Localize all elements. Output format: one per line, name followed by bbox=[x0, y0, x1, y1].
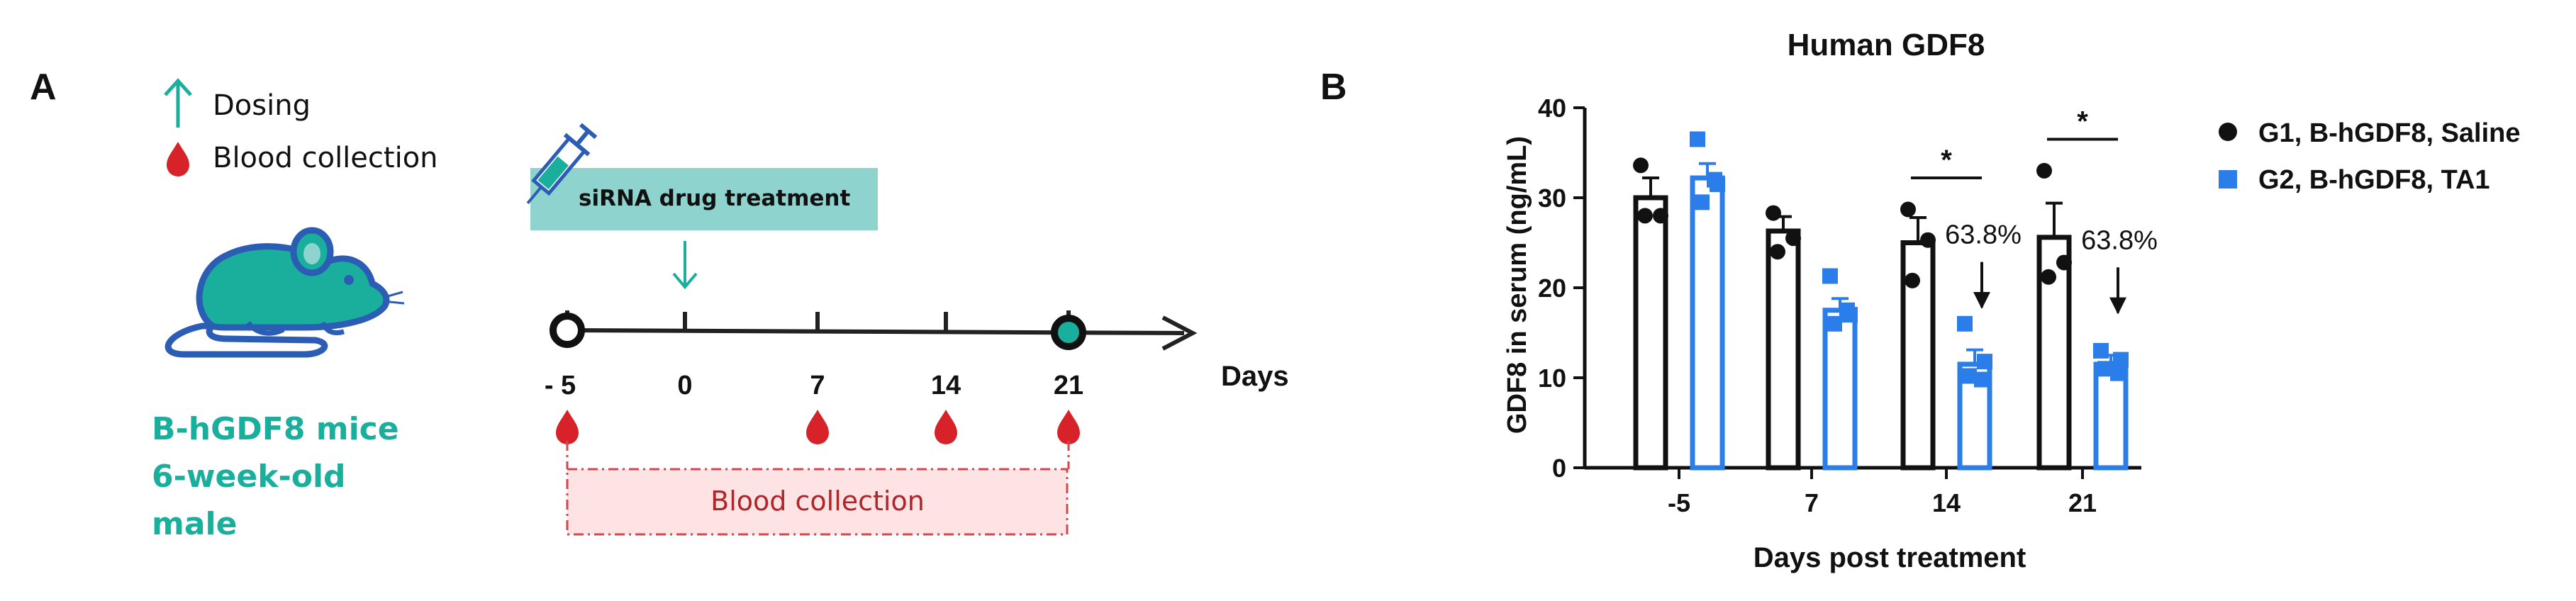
data-point bbox=[1633, 157, 1649, 174]
blood-legend-label: Blood collection bbox=[213, 142, 438, 174]
data-point bbox=[1961, 368, 1977, 384]
y-tick-label: 40 bbox=[1538, 94, 1566, 123]
data-point bbox=[1770, 244, 1785, 260]
bar bbox=[1633, 195, 1668, 471]
y-tick-label: 10 bbox=[1538, 364, 1566, 393]
blood-drop-icon bbox=[556, 410, 579, 444]
timeline-tick-label: 14 bbox=[931, 371, 961, 400]
data-point bbox=[1785, 230, 1801, 247]
data-point bbox=[1905, 272, 1920, 288]
legend-label-g2: G2, B-hGDF8, TA1 bbox=[2258, 165, 2490, 195]
x-tick-label: 14 bbox=[1932, 488, 1961, 517]
legend-label-g1: G1, B-hGDF8, Saline bbox=[2258, 118, 2521, 148]
dosing-legend-label: Dosing bbox=[213, 89, 311, 122]
mouse-strain-label: B-hGDF8 mice bbox=[152, 411, 399, 447]
blood-drop-icon bbox=[935, 410, 957, 444]
mouse-icon bbox=[165, 227, 405, 358]
data-point bbox=[2097, 361, 2113, 377]
x-tick-label: 7 bbox=[1805, 488, 1819, 517]
data-point bbox=[2113, 352, 2129, 368]
x-tick-label: -5 bbox=[1668, 488, 1690, 517]
data-point bbox=[1900, 201, 1916, 218]
data-point bbox=[1822, 268, 1838, 284]
timeline-tick-label: 21 bbox=[1054, 371, 1083, 400]
y-tick-label: 20 bbox=[1538, 274, 1566, 303]
bar bbox=[1690, 175, 1725, 471]
data-point bbox=[2041, 269, 2056, 285]
blood-drop-icon bbox=[167, 142, 189, 176]
blood-drop-icon bbox=[806, 410, 829, 444]
data-point bbox=[2056, 254, 2072, 271]
timeline-tick-label: - 5 bbox=[545, 371, 576, 400]
timeline-axis-label: Days bbox=[1221, 361, 1289, 392]
data-point bbox=[1690, 131, 1705, 147]
data-point bbox=[1957, 315, 1973, 332]
panel-b-label: B bbox=[1320, 67, 1347, 108]
mouse-sex-label: male bbox=[152, 506, 237, 542]
chart-annotations: * 63.8% * 63.8% bbox=[1911, 106, 2158, 315]
blood-collection-label: Blood collection bbox=[710, 485, 925, 517]
data-point bbox=[1653, 208, 1668, 224]
bar bbox=[1766, 228, 1801, 471]
data-point bbox=[1766, 205, 1781, 221]
bar bbox=[1822, 308, 1858, 471]
legend-marker-g1 bbox=[2219, 123, 2237, 141]
data-point bbox=[2110, 365, 2126, 381]
data-point bbox=[1920, 232, 1936, 248]
data-point bbox=[1637, 208, 1653, 224]
treatment-box bbox=[530, 168, 878, 230]
reduction-label: 63.8% bbox=[1945, 220, 2022, 250]
data-point bbox=[1977, 354, 1992, 370]
chart-axes: 0 10 20 30 40 -5 7 14 21 bbox=[1538, 94, 2141, 517]
timeline bbox=[550, 310, 1198, 351]
significance-star: * bbox=[2077, 106, 2088, 137]
panel-a-label: A bbox=[30, 67, 57, 108]
treatment-label: siRNA drug treatment bbox=[579, 186, 850, 211]
blood-collection-box bbox=[566, 468, 1069, 536]
data-point bbox=[1839, 302, 1855, 318]
data-point bbox=[1827, 315, 1842, 332]
x-axis-label: Days post treatment bbox=[1753, 542, 2026, 573]
y-tick-label: 0 bbox=[1552, 454, 1566, 483]
significance-star: * bbox=[1941, 145, 1952, 176]
data-point bbox=[1974, 371, 1990, 388]
chart-title: Human GDF8 bbox=[1788, 28, 1985, 62]
timeline-tick-label: 7 bbox=[810, 371, 825, 400]
mouse-age-label: 6-week-old bbox=[152, 459, 346, 495]
reduction-label: 63.8% bbox=[2081, 225, 2158, 255]
data-point bbox=[2036, 162, 2052, 179]
dosing-legend-icon bbox=[164, 78, 192, 128]
dosing-arrow bbox=[672, 241, 698, 290]
chart-bars bbox=[1633, 131, 2129, 471]
timeline-tick-label: 0 bbox=[677, 371, 692, 400]
syringe-icon bbox=[526, 123, 598, 205]
x-tick-label: 21 bbox=[2068, 488, 2097, 517]
y-tick-label: 30 bbox=[1538, 184, 1566, 213]
y-axis-label: GDF8 in serum (ng/mL) bbox=[1502, 136, 1532, 434]
data-point bbox=[1694, 194, 1710, 210]
data-point bbox=[1707, 172, 1722, 188]
blood-drop-icon bbox=[1057, 410, 1080, 444]
data-point bbox=[2093, 342, 2109, 359]
legend-marker-g2 bbox=[2219, 170, 2237, 189]
